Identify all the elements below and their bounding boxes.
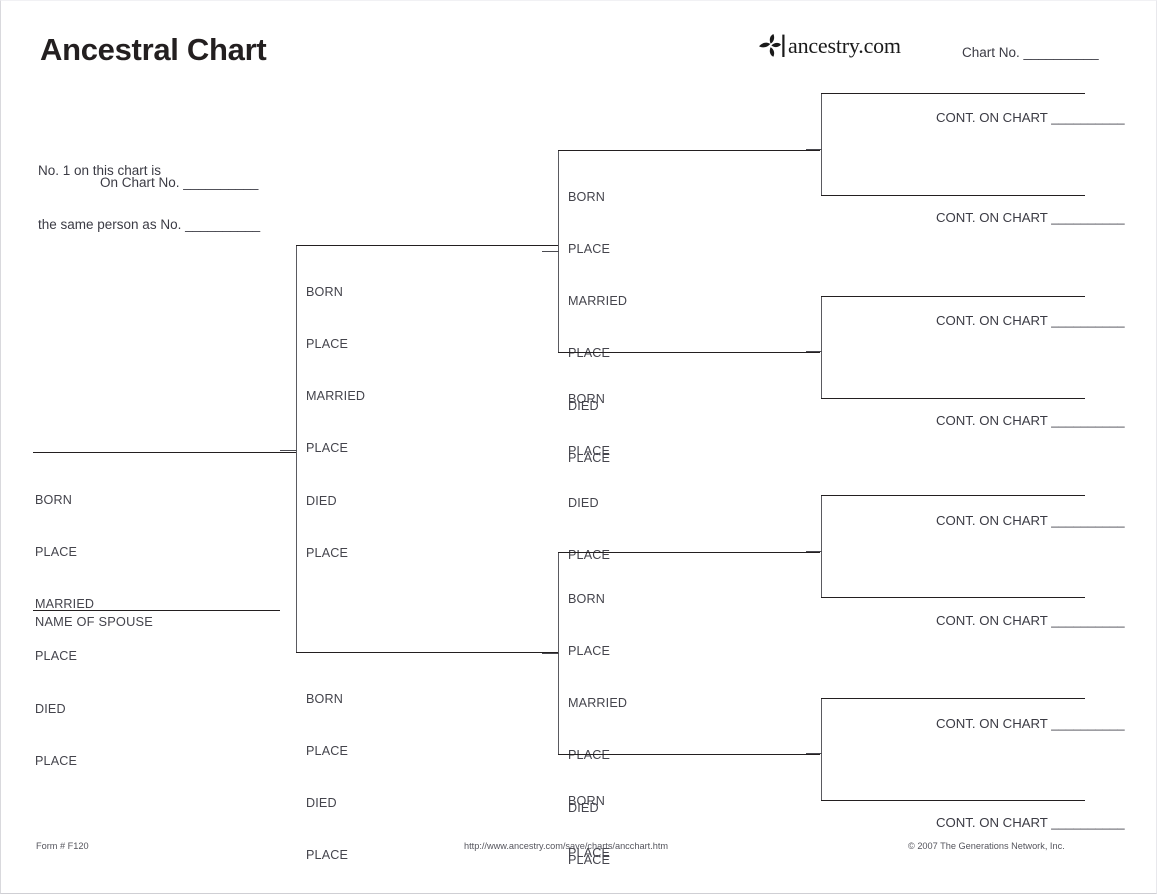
person-2-name-line[interactable] — [296, 245, 558, 246]
spouse-name-line[interactable] — [33, 610, 280, 611]
person-14-cont-on-chart[interactable]: CONT. ON CHART __________ — [936, 716, 1125, 731]
footer-copyright: © 2007 The Generations Network, Inc. — [908, 841, 1065, 851]
gen4-bracket-d-spine — [821, 698, 822, 800]
person-1-name-line[interactable] — [33, 452, 296, 453]
gen3-upper-connector-stub — [542, 251, 559, 252]
person-2-fields: BORN PLACE MARRIED PLACE DIED PLACE — [306, 249, 365, 597]
on-chart-number-field[interactable]: On Chart No. __________ — [100, 175, 259, 190]
person-13-name-line[interactable] — [821, 597, 1085, 598]
field-place-2: PLACE — [568, 548, 611, 563]
gen4-bracket-c-stub — [806, 551, 822, 552]
gen4-bracket-a-spine — [821, 93, 822, 195]
field-died: DIED — [306, 493, 337, 508]
field-married: MARRIED — [35, 597, 95, 612]
person-5-fields: BORN PLACE DIED PLACE — [568, 356, 610, 600]
field-died: DIED — [568, 496, 599, 511]
field-married: MARRIED — [568, 294, 628, 309]
field-place-1: PLACE — [568, 644, 611, 659]
field-died: DIED — [35, 701, 66, 716]
gen4-bracket-d-stub — [806, 753, 822, 754]
person-9-name-line[interactable] — [821, 195, 1085, 196]
field-born: BORN — [35, 492, 72, 507]
footer-url[interactable]: http://www.ancestry.com/save/charts/ancc… — [464, 841, 669, 851]
person-14-name-line[interactable] — [821, 698, 1085, 699]
gen3-lower-connector-stub — [542, 653, 559, 654]
field-place-2: PLACE — [35, 649, 78, 664]
spouse-label: NAME OF SPOUSE — [35, 614, 153, 629]
field-married: MARRIED — [568, 696, 628, 711]
person-6-fields: BORN PLACE MARRIED PLACE DIED PLACE — [568, 556, 627, 894]
field-died: DIED — [306, 796, 337, 811]
person-11-name-line[interactable] — [821, 398, 1085, 399]
gen2-bracket-spine — [296, 245, 297, 652]
field-place-2: PLACE — [306, 848, 349, 863]
person-9-cont-on-chart[interactable]: CONT. ON CHART __________ — [936, 210, 1125, 225]
person-1-fields: BORN PLACE MARRIED PLACE DIED PLACE — [35, 457, 94, 805]
person-3-fields: BORN PLACE DIED PLACE — [306, 656, 348, 894]
field-born: BORN — [568, 793, 605, 808]
person-15-name-line[interactable] — [821, 800, 1085, 801]
field-place-2: PLACE — [568, 748, 611, 763]
field-place-2: PLACE — [568, 346, 611, 361]
field-born: BORN — [306, 691, 343, 706]
person-6-name-line[interactable] — [558, 552, 820, 553]
field-married: MARRIED — [306, 389, 366, 404]
person-12-name-line[interactable] — [821, 495, 1085, 496]
gen4-bracket-b-stub — [806, 351, 822, 352]
field-place-1: PLACE — [568, 242, 611, 257]
field-born: BORN — [568, 391, 605, 406]
person-4-fields: BORN PLACE MARRIED PLACE DIED PLACE — [568, 154, 627, 502]
person-4-name-line[interactable] — [558, 150, 820, 151]
field-born: BORN — [306, 284, 343, 299]
person-3-name-line[interactable] — [296, 652, 558, 653]
same-person-note: No. 1 on this chart is the same person a… — [38, 126, 260, 270]
field-place-1: PLACE — [568, 444, 611, 459]
person-8-cont-on-chart[interactable]: CONT. ON CHART __________ — [936, 110, 1125, 125]
field-place-3: PLACE — [568, 852, 611, 867]
person-10-cont-on-chart[interactable]: CONT. ON CHART __________ — [936, 313, 1125, 328]
person-15-cont-on-chart[interactable]: CONT. ON CHART __________ — [936, 815, 1125, 830]
field-place-1: PLACE — [568, 846, 611, 861]
person-10-name-line[interactable] — [821, 296, 1085, 297]
person-11-cont-on-chart[interactable]: CONT. ON CHART __________ — [936, 413, 1125, 428]
footer-form-number: Form # F120 — [36, 841, 89, 851]
gen4-bracket-a-stub — [806, 149, 822, 150]
person-13-cont-on-chart[interactable]: CONT. ON CHART __________ — [936, 613, 1125, 628]
ancestry-logo-text: ancestry.com — [788, 33, 901, 58]
field-died: DIED — [568, 800, 599, 815]
person-5-name-line[interactable] — [558, 352, 820, 353]
ancestry-leaf-icon — [757, 33, 787, 59]
chart-number-field[interactable]: Chart No. __________ — [962, 45, 1099, 60]
gen4-bracket-c-spine — [821, 495, 822, 597]
field-place-3: PLACE — [306, 545, 349, 560]
person-7-fields: BORN PLACE DIED PLACE — [568, 758, 610, 894]
field-place-2: PLACE — [306, 441, 349, 456]
same-person-line-2[interactable]: the same person as No. __________ — [38, 217, 261, 232]
person-8-name-line[interactable] — [821, 93, 1085, 94]
person-7-name-line[interactable] — [558, 754, 820, 755]
field-place-3: PLACE — [568, 450, 611, 465]
gen4-bracket-b-spine — [821, 296, 822, 398]
field-place-3: PLACE — [35, 753, 78, 768]
field-born: BORN — [568, 189, 605, 204]
gen2-connector-stub — [280, 450, 297, 451]
page-title: Ancestral Chart — [40, 32, 267, 67]
field-born: BORN — [568, 591, 605, 606]
field-died: DIED — [568, 398, 599, 413]
field-place-1: PLACE — [306, 337, 349, 352]
same-person-line-1: No. 1 on this chart is — [38, 163, 162, 178]
field-place-1: PLACE — [306, 744, 349, 759]
field-place-1: PLACE — [35, 545, 78, 560]
ancestry-logo: ancestry.com — [757, 32, 901, 60]
person-12-cont-on-chart[interactable]: CONT. ON CHART __________ — [936, 513, 1125, 528]
